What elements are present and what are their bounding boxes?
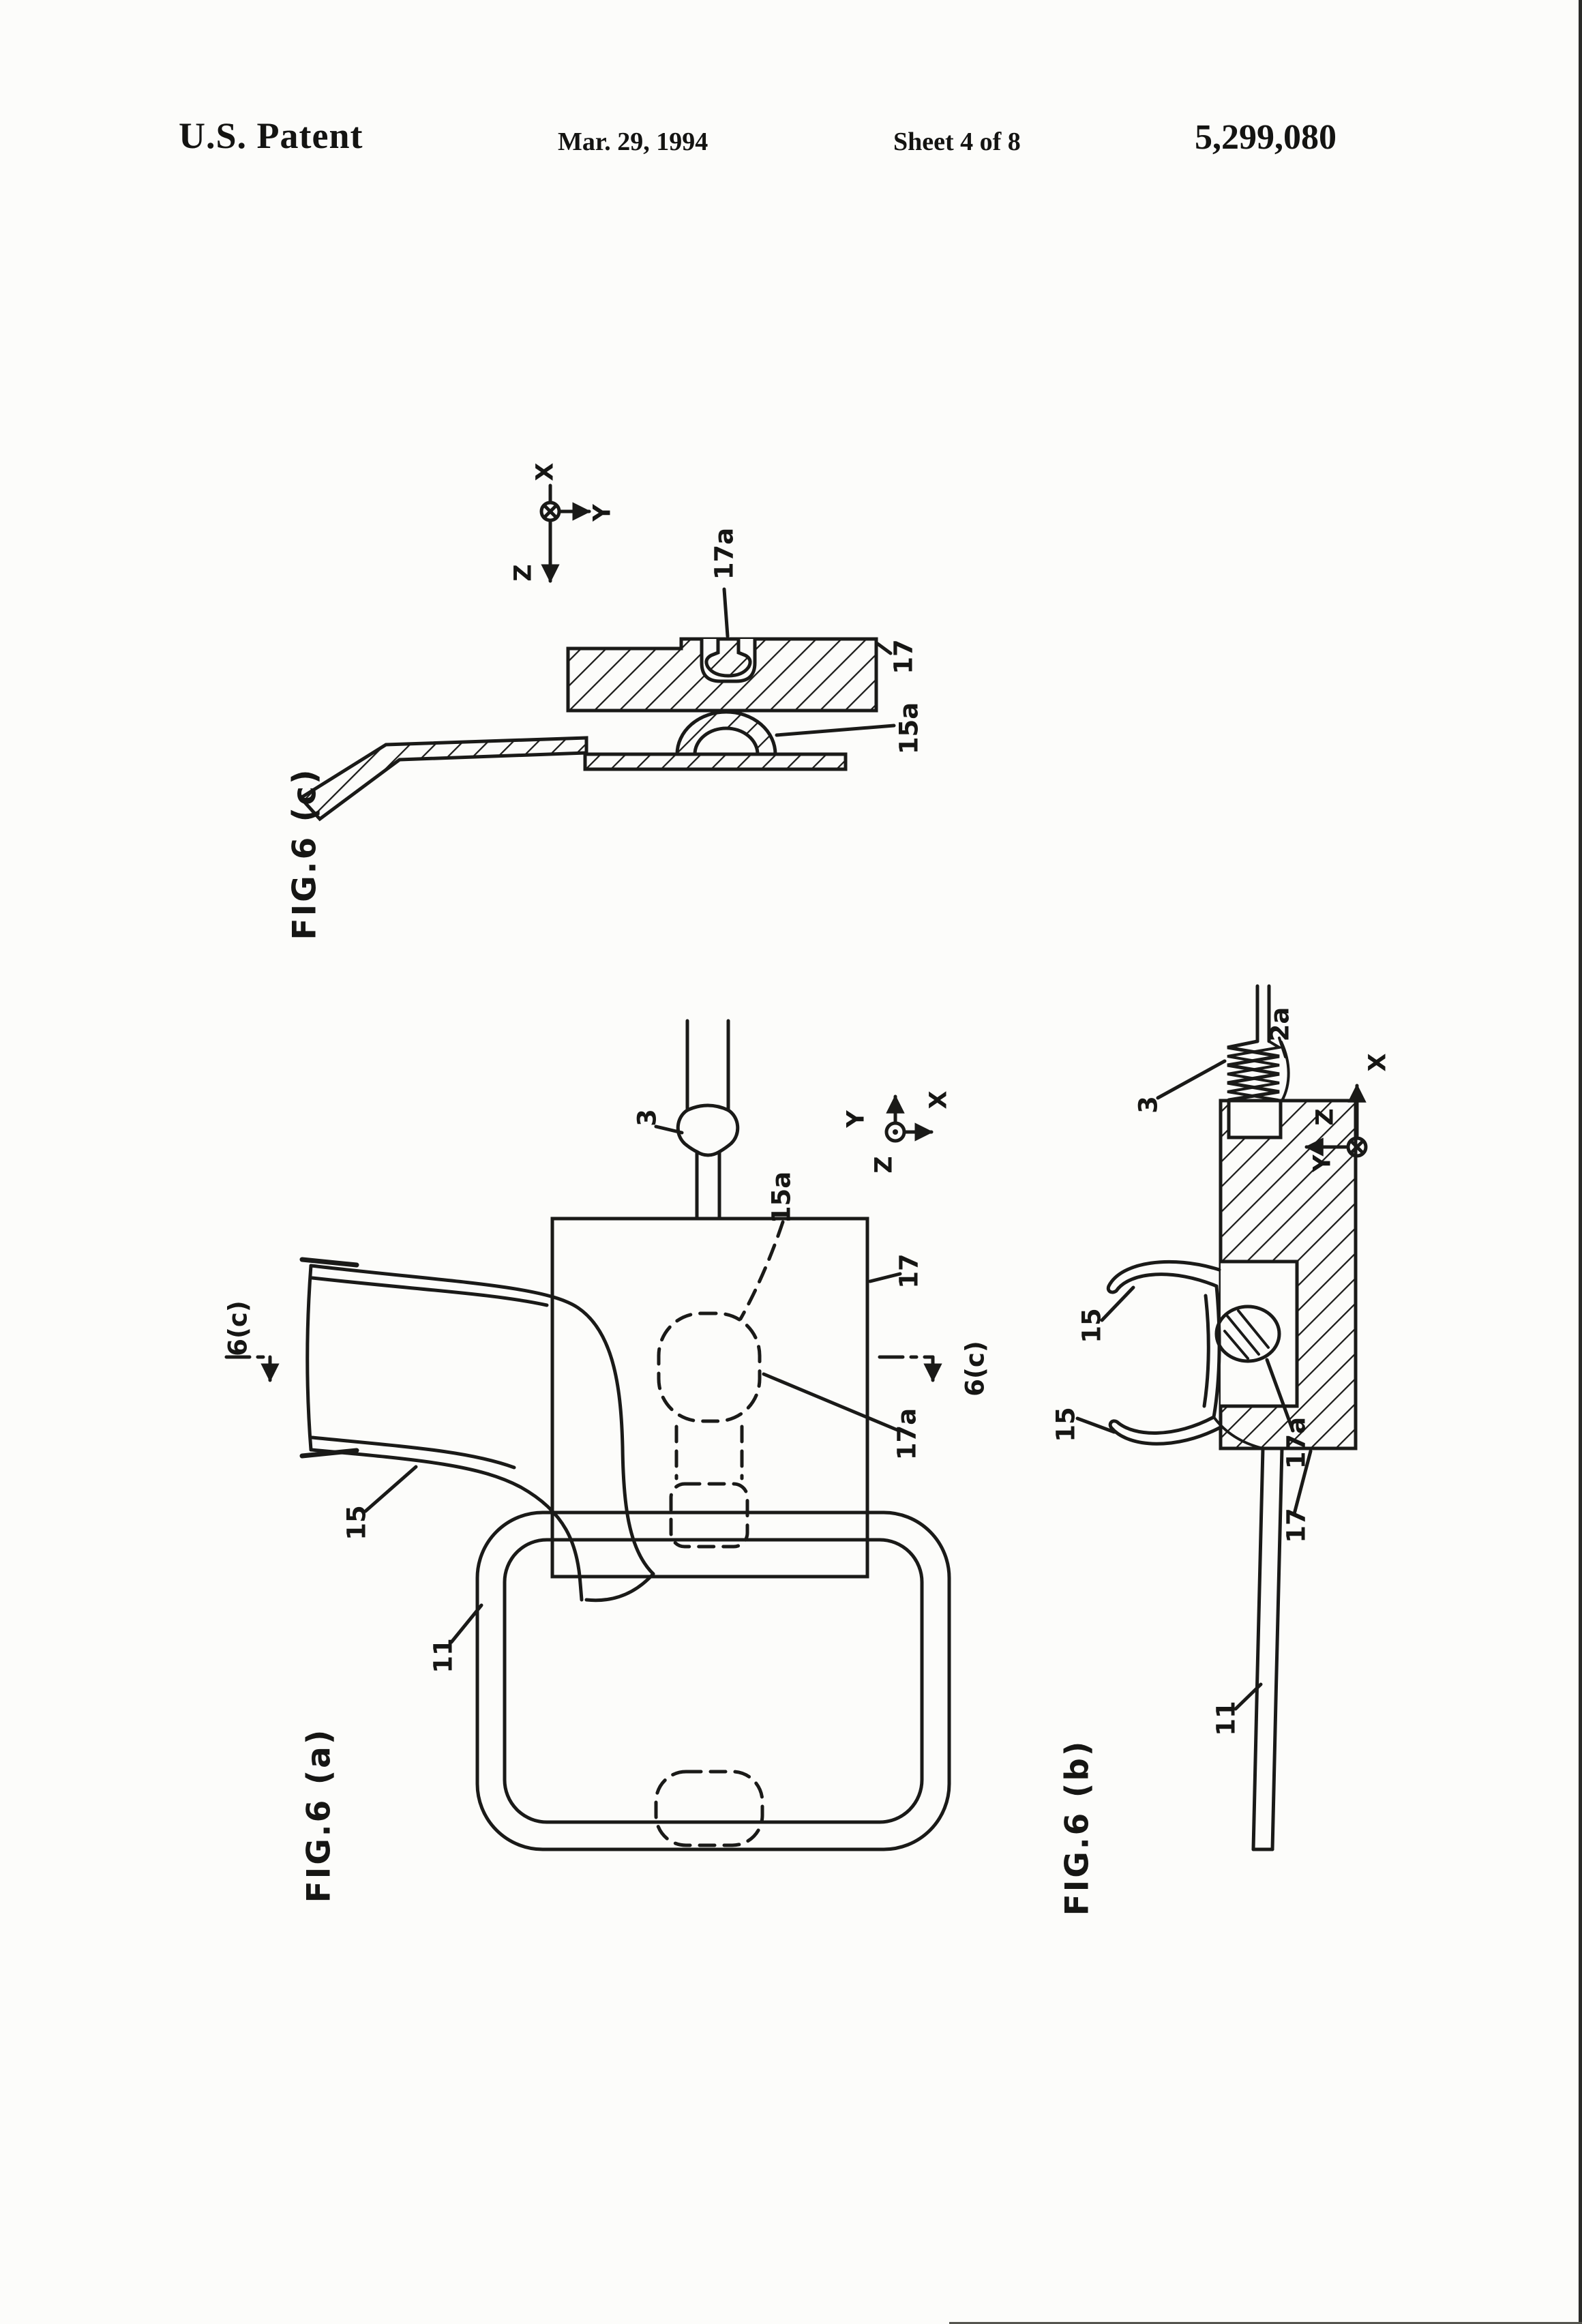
fig6c-ref-17a: 17a: [709, 527, 739, 580]
fig6c-ref-15a: 15a: [894, 702, 924, 755]
coil-pocket: [1227, 1099, 1283, 1139]
fig6b-caption: FIG.6 (b): [1058, 1739, 1096, 1916]
fig6c-axes: [539, 483, 591, 583]
plate-strip-section: [583, 752, 848, 771]
fig6b-ref-3: 3: [1133, 1096, 1163, 1114]
leader-15a-dashed: [738, 1220, 785, 1321]
fig6b-ref-15-bottom: 15: [1051, 1407, 1081, 1442]
fig6c-drawing: [298, 483, 896, 822]
patent-title: U.S. Patent: [179, 115, 363, 156]
fig6b-ref-11: 11: [1211, 1701, 1241, 1736]
fig6a-section-left: 6(c): [223, 1300, 253, 1356]
axis-into-page-icon: [1346, 1136, 1368, 1158]
fig6b-leaders: [1075, 1059, 1313, 1711]
fig6a-ref-15a: 15a: [766, 1171, 796, 1224]
fig6b-axis-z: Z: [1311, 1108, 1339, 1126]
loop-11: [475, 1510, 951, 1851]
scan-edge-right: [1579, 0, 1582, 2324]
leader-2a: [1278, 1037, 1287, 1058]
plate-17-outline: [550, 1217, 869, 1579]
fig6c-axis-z: Z: [509, 564, 537, 582]
strap-tab-hidden: [654, 1770, 764, 1847]
fig6a-drawing: [224, 1019, 951, 1851]
funnel-15: [299, 1257, 655, 1603]
left-plate-section: [298, 736, 588, 822]
projection-17a-section: [704, 637, 752, 678]
fig6a-caption: FIG.6 (a): [300, 1727, 338, 1903]
fig6b-ref-17: 17: [1281, 1508, 1311, 1543]
clip-cavity-edges: [1219, 1260, 1299, 1408]
rod-3: [676, 1019, 740, 1221]
fig6a-axes: [884, 1094, 934, 1143]
arch-15a-section: [675, 710, 777, 756]
fig6c-ref-17: 17: [889, 639, 919, 674]
patent-date: Mar. 29, 1994: [558, 128, 708, 156]
fig6a-ref-17a: 17a: [892, 1407, 922, 1461]
fig6a-ref-11: 11: [428, 1638, 458, 1673]
sheet-info: Sheet 4 of 8: [893, 128, 1021, 156]
hole-17a-hidden: [657, 1311, 762, 1423]
section-markers: [224, 1355, 942, 1382]
fig6a-axis-y: Y: [842, 1110, 870, 1128]
rod-top: [1255, 984, 1271, 1043]
dome-15a: [1214, 1305, 1281, 1363]
fig6a-leaders: [363, 1124, 902, 1644]
fig6a-axis-z: Z: [870, 1156, 898, 1174]
fig6a-ref-15: 15: [342, 1505, 372, 1540]
fig6a-ref-17: 17: [894, 1253, 924, 1289]
fig6b-axes: [1304, 1084, 1368, 1158]
scan-edge-bottom: [949, 2322, 1582, 2324]
fig6b-axis-y: Y: [1309, 1154, 1337, 1172]
fig6b-drawing: [1075, 984, 1368, 1851]
patent-number: 5,299,080: [1195, 118, 1337, 157]
fig6c-axis-y: Y: [588, 504, 616, 522]
fig6a-section-right: 6(c): [960, 1341, 990, 1397]
coil-spring-3: [1227, 1039, 1283, 1102]
fig6c-axis-x: X: [531, 462, 559, 481]
slot-hidden: [669, 1482, 749, 1549]
fig6b-ref-2a: 2a: [1265, 1007, 1295, 1042]
fig6b-ref-17a: 17a: [1281, 1416, 1311, 1470]
fig6a-ref-3: 3: [632, 1109, 662, 1127]
clip-15: [1106, 1260, 1264, 1450]
fig6b-axis-x: X: [1364, 1053, 1392, 1072]
strap-11: [1251, 1446, 1284, 1851]
fig6c-leaders: [722, 587, 896, 737]
fig6a-axis-x: X: [925, 1090, 953, 1109]
hidden-lines: [654, 1220, 785, 1847]
fig6b-ref-15-top: 15: [1077, 1308, 1107, 1343]
fig6c-caption: FIG.6 (c): [286, 767, 324, 940]
